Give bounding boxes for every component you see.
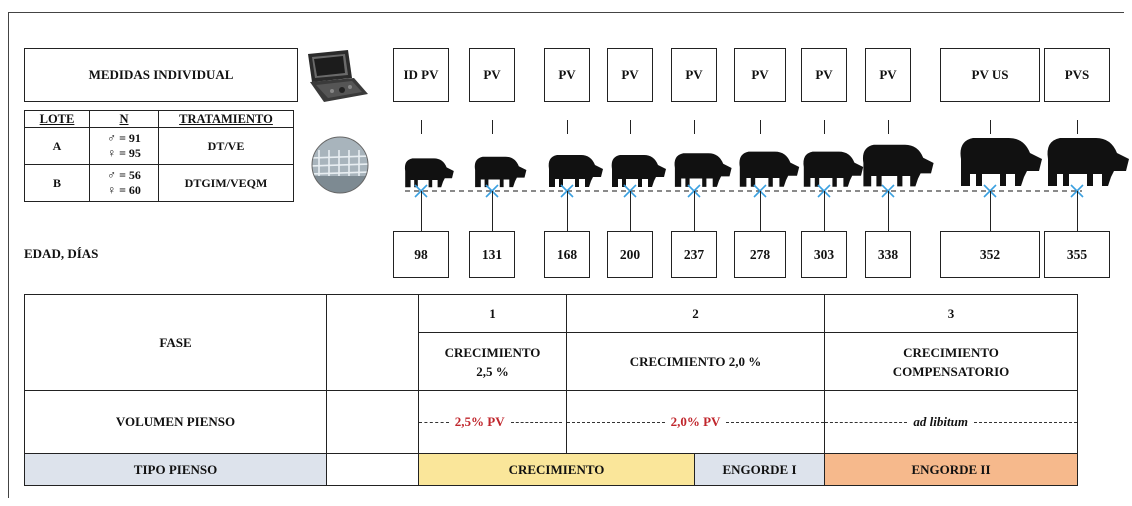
tratamiento-cell: DT/VE <box>158 127 294 165</box>
measure-tick <box>630 120 632 134</box>
measure-tick <box>888 120 890 134</box>
volumen-blank <box>326 390 419 454</box>
measure-tick <box>990 120 992 134</box>
tipo-crecimiento: CRECIMIENTO <box>418 453 695 486</box>
measure-box: PV <box>544 48 590 102</box>
n-male: ♂ = 91 <box>107 131 141 145</box>
tipo-engorde-2: ENGORDE II <box>824 453 1078 486</box>
n-female: ♀ = 60 <box>107 183 141 197</box>
pig-icon <box>960 138 1042 186</box>
age-connector <box>824 191 826 231</box>
lote-row-a: A ♂ = 91 ♀ = 95 DT/VE <box>24 127 294 165</box>
volumen-row: VOLUMEN PIENSO 2,5% PV 2,0% PV ad libitu… <box>24 390 1078 454</box>
age-connector <box>694 191 696 231</box>
phase-name-1-text: CRECIMIENTO 2,5 % <box>444 344 541 379</box>
measure-tick <box>694 120 696 134</box>
fase-label: FASE <box>24 294 327 391</box>
phase-number-1: 1 <box>418 294 567 333</box>
measure-box: PV <box>801 48 847 102</box>
lote-row-b: B ♂ = 56 ♀ = 60 DTGIM/VEQM <box>24 164 294 202</box>
figure-frame <box>8 12 1124 498</box>
tipo-blank <box>326 453 419 486</box>
fase-number-row: FASE 1 2 3 <box>24 294 1078 391</box>
fase-table: FASE 1 2 3 CRECIMIENTO 2,5 % CRECIMIENTO… <box>24 294 1078 486</box>
measure-tick <box>421 120 423 134</box>
measure-box: PV US <box>940 48 1040 102</box>
pen-photo-icon <box>311 136 369 194</box>
age-connector <box>990 191 992 231</box>
n-male: ♂ = 56 <box>107 168 141 182</box>
tratamiento-cell: DTGIM/VEQM <box>158 164 294 202</box>
measure-box: PV <box>865 48 911 102</box>
measure-box: PV <box>734 48 786 102</box>
medidas-individual-label: MEDIDAS INDIVIDUAL <box>88 67 234 82</box>
tipo-row: TIPO PIENSO CRECIMIENTO ENGORDE I ENGORD… <box>24 453 1078 486</box>
age-box: 338 <box>865 231 911 278</box>
volumen-label: VOLUMEN PIENSO <box>24 390 327 454</box>
age-connector <box>630 191 632 231</box>
age-box: 355 <box>1044 231 1110 278</box>
pig-icon <box>803 151 864 187</box>
volumen-value-2: 2,0% PV <box>670 414 721 429</box>
measure-tick <box>492 120 494 134</box>
fase-name-row: CRECIMIENTO 2,5 % CRECIMIENTO 2,0 % CREC… <box>25 332 1078 391</box>
lote-table: LOTE N TRATAMIENTO A ♂ = 91 ♀ = 95 DT/VE… <box>24 110 294 202</box>
volumen-dash-2: 2,0% PV <box>567 414 824 430</box>
pig-icon <box>474 156 527 188</box>
measure-box: PV <box>671 48 717 102</box>
volumen-dash-3: ad libitum <box>825 414 1077 430</box>
tratamiento-header: TRATAMIENTO <box>158 110 294 128</box>
age-box: 200 <box>607 231 653 278</box>
age-box: 237 <box>671 231 717 278</box>
volumen-phase-2: 2,0% PV <box>566 390 825 454</box>
phase-name-3: CRECIMIENTO COMPENSATORIO <box>824 332 1078 391</box>
volumen-phase-3: ad libitum <box>824 390 1078 454</box>
age-box: 303 <box>801 231 847 278</box>
volumen-value-1: 2,5% PV <box>454 414 505 429</box>
phase-name-1: CRECIMIENTO 2,5 % <box>418 332 567 391</box>
pig-icon <box>548 155 603 187</box>
pig-icon <box>1047 138 1129 186</box>
n-female: ♀ = 95 <box>107 146 141 160</box>
phase-name-3-text: CRECIMIENTO COMPENSATORIO <box>892 344 1010 379</box>
pig-icon <box>862 144 934 187</box>
measure-box: PV <box>469 48 515 102</box>
volumen-phase-1: 2,5% PV <box>418 390 567 454</box>
fase-blank <box>326 294 419 391</box>
phase-name-2: CRECIMIENTO 2,0 % <box>566 332 825 391</box>
age-connector <box>567 191 569 231</box>
age-box: 352 <box>940 231 1040 278</box>
measure-box: PVS <box>1044 48 1110 102</box>
measure-tick <box>1077 120 1079 134</box>
age-connector <box>492 191 494 231</box>
phase-number-3: 3 <box>824 294 1078 333</box>
measure-tick <box>824 120 826 134</box>
tipo-engorde-1: ENGORDE I <box>694 453 825 486</box>
n-cell: ♂ = 56 ♀ = 60 <box>89 164 159 202</box>
edad-label: EDAD, DÍAS <box>24 246 99 261</box>
age-box: 278 <box>734 231 786 278</box>
measure-tick <box>567 120 569 134</box>
pig-icon <box>611 155 666 187</box>
phase-number-2: 2 <box>566 294 825 333</box>
age-connector <box>760 191 762 231</box>
measure-box: PV <box>607 48 653 102</box>
medidas-individual-box: MEDIDAS INDIVIDUAL <box>24 48 298 102</box>
ultrasound-device-icon <box>308 50 368 102</box>
volumen-dash-1: 2,5% PV <box>419 414 566 430</box>
pig-icon <box>739 151 800 187</box>
pig-icon <box>404 158 454 188</box>
age-connector <box>888 191 890 231</box>
volumen-value-3: ad libitum <box>913 414 968 429</box>
measure-tick <box>760 120 762 134</box>
pig-icon <box>674 153 732 187</box>
measure-box: ID PV <box>393 48 449 102</box>
age-box: 98 <box>393 231 449 278</box>
age-box: 168 <box>544 231 590 278</box>
age-connector <box>1077 191 1079 231</box>
tipo-label: TIPO PIENSO <box>24 453 327 486</box>
lote-header-row: LOTE N TRATAMIENTO <box>24 110 294 128</box>
age-box: 131 <box>469 231 515 278</box>
age-connector <box>421 191 423 231</box>
